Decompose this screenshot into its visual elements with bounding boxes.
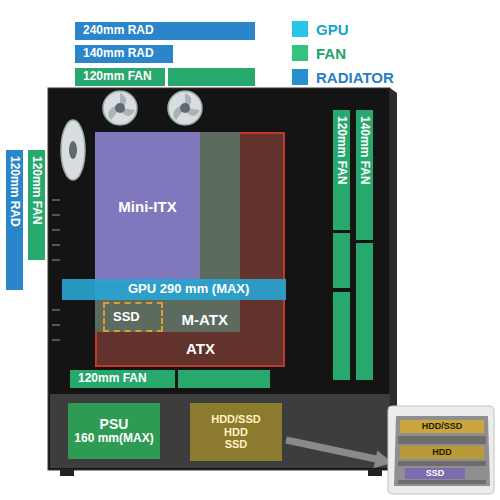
case-foot: [60, 470, 74, 476]
psu-shroud: [50, 394, 390, 468]
legend-label: GPU: [316, 21, 349, 38]
bar-label: 140mm FAN: [359, 116, 371, 185]
bar-label: 120mm FAN: [83, 70, 152, 84]
gpu-band: GPU 290 mm (MAX): [62, 279, 286, 300]
fan-bar: 120mm FAN: [28, 150, 45, 260]
fan-bar: 140mm FAN: [356, 110, 373, 240]
gpu-label: GPU 290 mm (MAX): [128, 282, 249, 297]
radiator-bar: 240mm RAD: [75, 22, 255, 40]
tray-label: SSD: [426, 468, 445, 478]
drive-tray: HDD/SSD: [400, 420, 484, 433]
legend-label: FAN: [316, 45, 346, 62]
drive-tray: SSD: [405, 468, 465, 479]
drive-label: HDD/SSD: [211, 413, 261, 426]
fan-bar-segment: [356, 243, 373, 380]
board-label: Mini-ITX: [118, 198, 176, 215]
top-fan: [103, 91, 137, 125]
psu-label: 160 mm(MAX): [74, 432, 153, 446]
legend: GPU FAN RADIATOR: [292, 18, 394, 90]
legend-row: GPU: [292, 18, 394, 40]
radiator-bar: 140mm RAD: [75, 45, 173, 63]
fan-bar-segment: [178, 370, 270, 388]
bar-label: 240mm RAD: [83, 24, 154, 38]
board-label: ATX: [186, 340, 215, 357]
drive-cage: [394, 416, 490, 486]
fan-bar-segment: [333, 292, 350, 380]
atx-board: ATX M-ATX Mini-ITX SSD: [95, 132, 285, 367]
fan-bar: 120mm FAN: [333, 110, 350, 230]
legend-swatch: [292, 21, 308, 37]
legend-row: FAN: [292, 42, 394, 64]
psu-box: PSU160 mm(MAX): [68, 403, 160, 459]
drive-label: SSD: [225, 438, 248, 451]
bar-label: 120mm FAN: [336, 116, 348, 185]
fan-bar-segment: [333, 233, 350, 288]
pointer-arrow: [286, 440, 376, 459]
fan-bar: 120mm FAN: [75, 68, 165, 86]
rear-fan: [61, 120, 85, 180]
legend-swatch: [292, 69, 308, 85]
drive-label: HDD: [224, 426, 248, 439]
inset-frame: [388, 406, 494, 494]
mini-itx-board: Mini-ITX: [95, 132, 200, 282]
radiator-bar: 120mm RAD: [6, 150, 23, 290]
tray-label: HDD: [432, 447, 452, 457]
drive-tray: HDD: [400, 446, 484, 459]
bar-label: 120mm FAN: [78, 372, 147, 386]
fan-bar-segment: [168, 68, 255, 86]
legend-swatch: [292, 45, 308, 61]
case-foot: [368, 470, 382, 476]
rear-slots: [52, 200, 60, 340]
top-fan: [168, 91, 202, 125]
board-label: M-ATX: [182, 311, 228, 328]
bar-label: 120mm RAD: [9, 156, 21, 227]
ssd-label: SSD: [113, 310, 140, 325]
tray-label: HDD/SSD: [422, 421, 463, 431]
ssd-mount: SSD: [103, 302, 163, 332]
psu-label: PSU: [100, 416, 129, 432]
fan-bar: 120mm FAN: [70, 370, 175, 388]
legend-row: RADIATOR: [292, 66, 394, 88]
bar-label: 140mm RAD: [83, 47, 154, 61]
legend-label: RADIATOR: [316, 69, 394, 86]
drive-bay: HDD/SSDHDDSSD: [190, 403, 282, 461]
matx-board: M-ATX Mini-ITX SSD: [95, 132, 240, 332]
case-body: [48, 88, 390, 470]
bar-label: 120mm FAN: [31, 156, 43, 225]
